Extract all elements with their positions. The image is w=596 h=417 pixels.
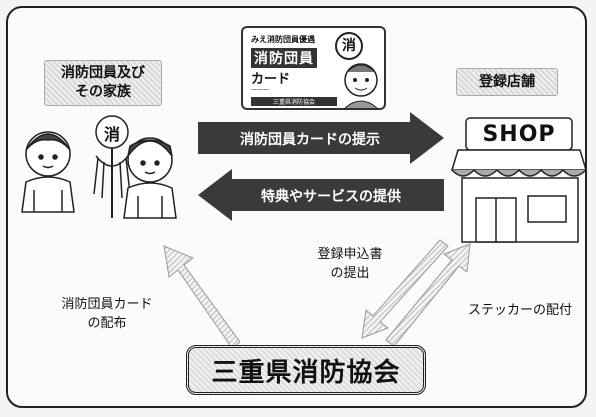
firefighter-family-illustration	[21, 115, 177, 219]
arrow-sticker-delivery	[385, 243, 471, 347]
arrow-card-distribution	[163, 245, 241, 349]
member-card-image: みえ消防団員優遇 消防団員 カード ——— 三重県消防協会 消	[241, 26, 386, 110]
card-face-icon	[344, 63, 378, 108]
prefecture-fire-association: 三重県消防協会	[186, 345, 426, 395]
arrow-card-presentation	[198, 112, 444, 164]
registration-submit-text: 登録申込書 の提出	[317, 247, 383, 281]
benefits-provision-text: 特典やサービスの提供	[261, 189, 401, 205]
card-presentation-text: 消防団員カードの提示	[240, 132, 380, 148]
sticker-delivery-text: ステッカーの配付	[467, 303, 572, 318]
arrow-benefits	[198, 169, 444, 221]
card-distribution-text: 消防団員カード の配布	[61, 297, 153, 331]
arrow-registration-submit	[361, 239, 449, 339]
helmet-badge: 消	[103, 125, 120, 144]
shop-illustration	[450, 117, 588, 243]
shop-label: 登録店舗	[456, 68, 558, 96]
shop-sign: SHOP	[482, 122, 556, 147]
members-label: 消防団員及び その家族	[44, 60, 162, 106]
